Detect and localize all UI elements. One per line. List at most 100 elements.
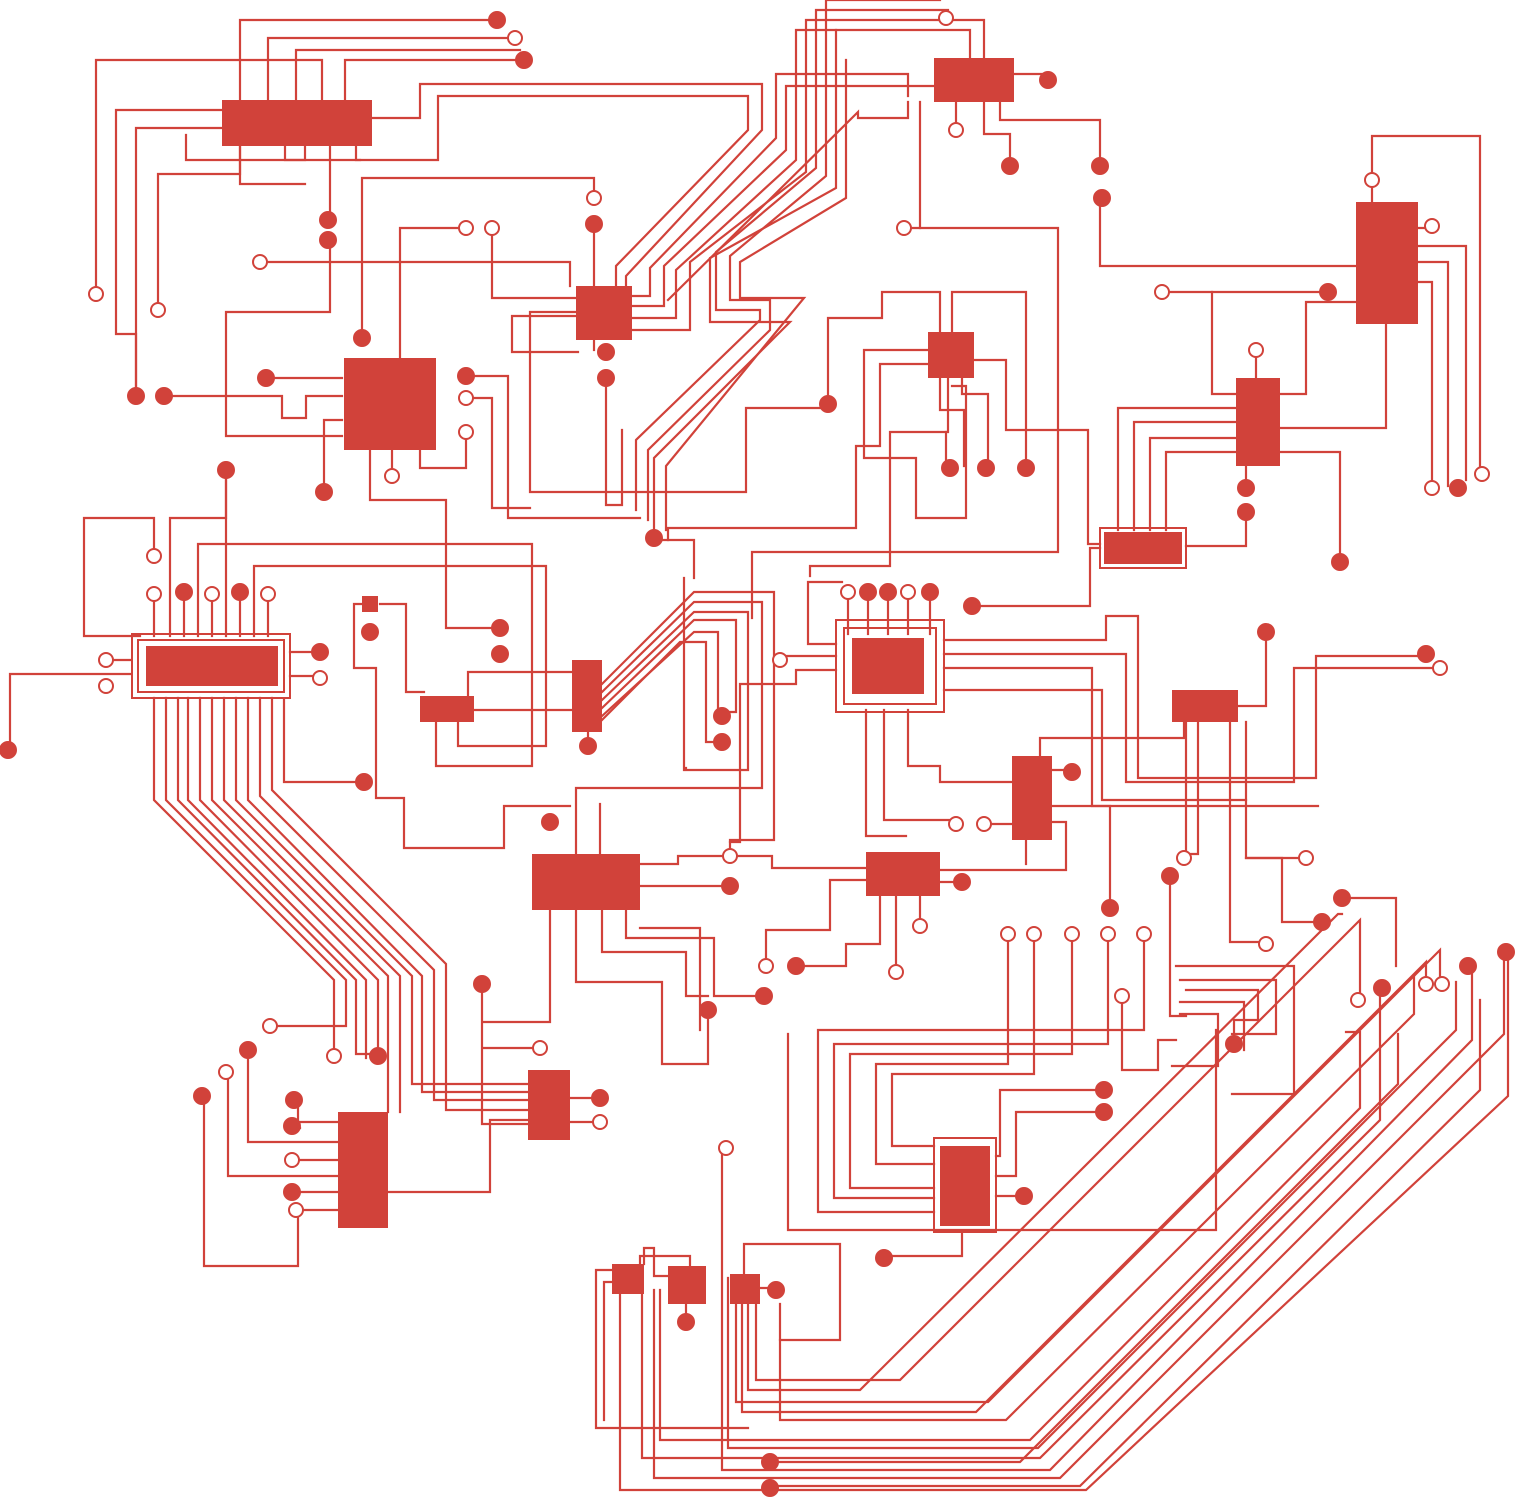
- circuit-traces: [8, 0, 1510, 1492]
- trace: [740, 959, 1428, 1414]
- solder-pad: [721, 877, 739, 895]
- trace: [630, 72, 910, 298]
- trace: [134, 126, 224, 394]
- trace: [960, 376, 990, 468]
- solder-pad: [488, 11, 506, 29]
- via-hole: [484, 220, 500, 236]
- trace: [360, 176, 596, 340]
- via-hole: [146, 548, 162, 564]
- via-hole: [532, 1040, 548, 1056]
- solder-pad: [1333, 889, 1351, 907]
- trace: [490, 226, 580, 300]
- trace: [343, 58, 530, 102]
- solder-pad: [257, 369, 275, 387]
- chip-outline: [131, 633, 291, 699]
- via-hole: [312, 670, 328, 686]
- trace: [600, 610, 750, 772]
- trace: [152, 696, 336, 1054]
- trace: [1148, 436, 1238, 532]
- trace: [624, 908, 766, 998]
- solder-pad: [311, 643, 329, 661]
- trace: [246, 696, 534, 1094]
- via-hole: [912, 918, 928, 934]
- via-hole: [1258, 936, 1274, 952]
- via-hole: [458, 424, 474, 440]
- chip: [146, 646, 278, 686]
- solder-pad: [963, 597, 981, 615]
- trace: [742, 1242, 842, 1342]
- solder-pad: [597, 343, 615, 361]
- trace: [258, 696, 534, 1102]
- chip: [1356, 202, 1418, 324]
- solder-pad: [921, 583, 939, 601]
- trace: [638, 926, 702, 1032]
- via-hole: [840, 584, 856, 600]
- trace: [970, 358, 1102, 546]
- trace: [638, 854, 732, 866]
- solder-pad: [1449, 479, 1467, 497]
- trace: [1098, 194, 1358, 268]
- solder-pad: [1319, 283, 1337, 301]
- via-hole: [384, 468, 400, 484]
- solder-pad: [155, 387, 173, 405]
- via-hole: [1474, 466, 1490, 482]
- chip: [532, 854, 640, 910]
- solder-pad: [239, 1041, 257, 1059]
- solder-pad: [1091, 157, 1109, 175]
- trace: [210, 696, 390, 1114]
- solder-pad: [597, 369, 615, 387]
- via-hole: [1136, 926, 1152, 942]
- via-hole: [938, 10, 954, 26]
- trace: [1050, 804, 1112, 908]
- trace: [1178, 1000, 1246, 1052]
- solder-pad: [541, 813, 559, 831]
- trace: [942, 652, 1442, 784]
- solder-pad: [369, 1047, 387, 1065]
- trace: [82, 516, 156, 638]
- solder-pad: [193, 1087, 211, 1105]
- via-hole: [326, 1048, 342, 1064]
- trace: [652, 538, 696, 580]
- solder-pad: [319, 231, 337, 249]
- solder-pad: [585, 215, 603, 233]
- trace: [890, 932, 1036, 1148]
- chip: [612, 1264, 644, 1294]
- trace: [646, 0, 942, 522]
- solder-pad: [1001, 157, 1019, 175]
- trace: [652, 950, 1506, 1480]
- via-hole: [1424, 480, 1440, 496]
- trace: [754, 917, 1362, 1382]
- trace: [94, 58, 324, 294]
- chip: [668, 1266, 706, 1304]
- trace: [1370, 134, 1482, 472]
- trace: [750, 100, 1060, 620]
- via-hole: [98, 678, 114, 694]
- trace: [164, 696, 348, 1028]
- chip-outline: [843, 627, 937, 705]
- trace: [764, 878, 868, 968]
- trace: [826, 290, 942, 406]
- solder-pad: [875, 1249, 893, 1267]
- chip-outline: [835, 619, 945, 713]
- solder-pad: [491, 645, 509, 663]
- solder-pad: [977, 459, 995, 477]
- trace: [1278, 322, 1388, 430]
- trace: [630, 84, 936, 308]
- trace: [630, 18, 986, 332]
- trace: [196, 542, 534, 768]
- trace: [600, 908, 710, 998]
- trace: [618, 952, 1510, 1492]
- trace: [720, 968, 1474, 1472]
- trace: [638, 1254, 692, 1268]
- trace: [296, 1096, 340, 1124]
- trace: [176, 696, 380, 1056]
- trace: [368, 448, 502, 630]
- solder-pad: [1093, 189, 1111, 207]
- solder-pad: [1417, 645, 1435, 663]
- via-hole: [592, 1114, 608, 1130]
- solder-pad: [699, 1001, 717, 1019]
- solder-pad: [859, 583, 877, 601]
- solder-pad: [1095, 1103, 1113, 1121]
- solder-pad: [1237, 479, 1255, 497]
- trace: [794, 892, 882, 968]
